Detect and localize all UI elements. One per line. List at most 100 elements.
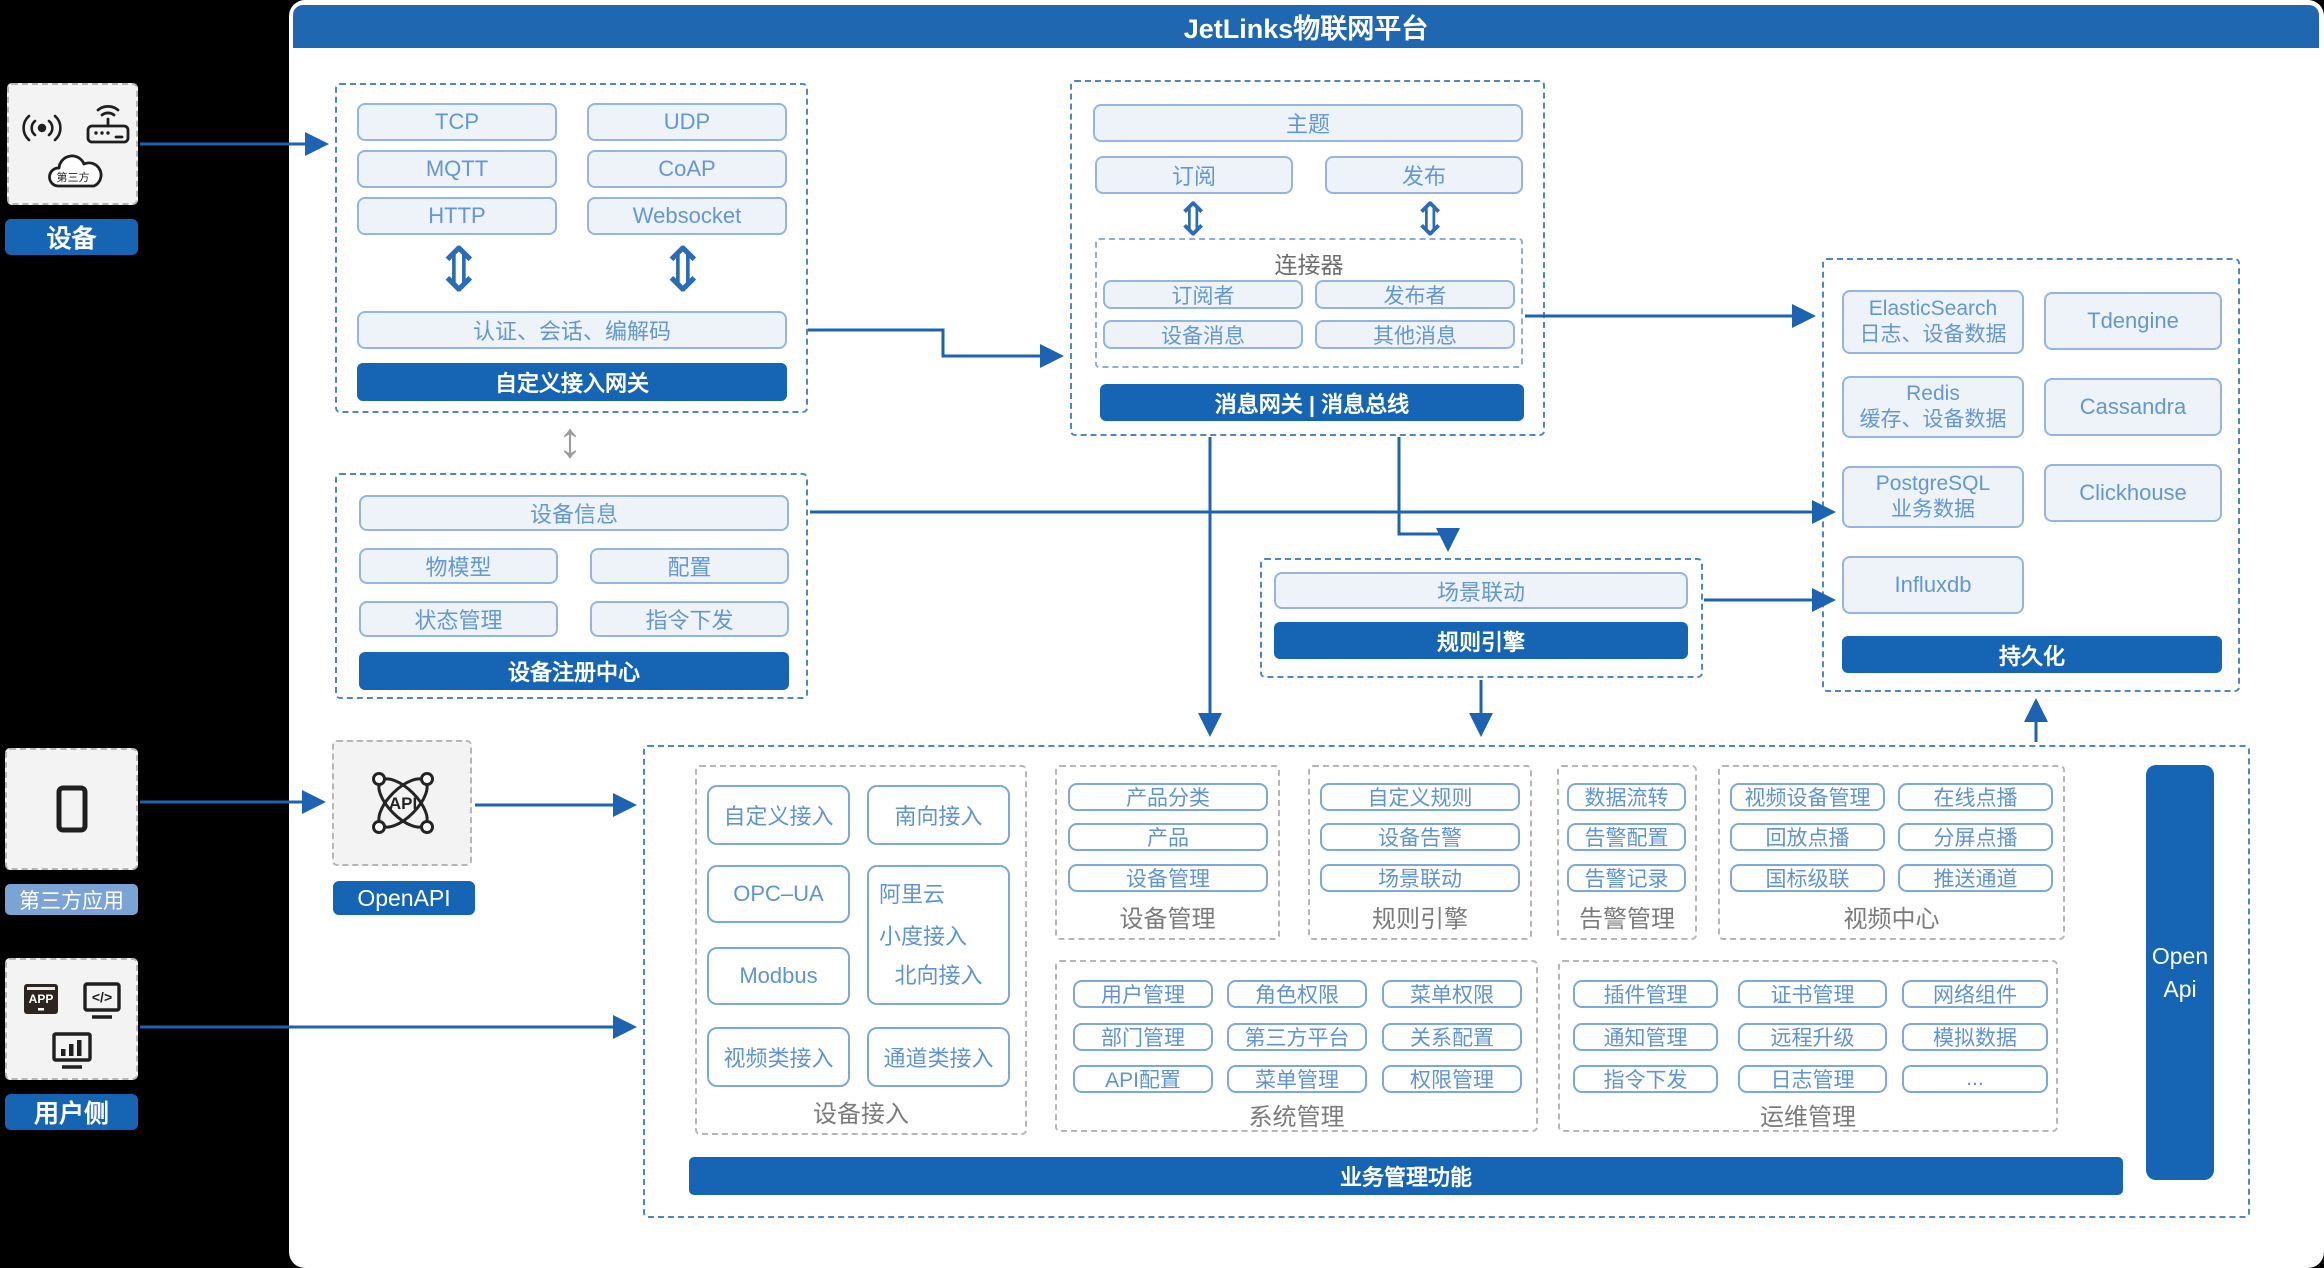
elasticsearch-line2: 日志、设备数据: [1859, 323, 2007, 346]
protocol-udp: UDP: [587, 103, 787, 141]
page-title: JetLinks物联网平台: [293, 5, 2319, 48]
business-functions-bar: 业务管理功能: [689, 1157, 2123, 1195]
updown-gray-arrow-icon: ↕: [557, 412, 583, 468]
svg-text:</>: </>: [92, 989, 112, 1005]
command-dispatch-item-box: 指令下发: [1573, 1065, 1718, 1093]
influxdb-box: Influxdb: [1842, 556, 2024, 614]
protocol-websocket: Websocket: [587, 197, 787, 235]
command-dispatch-box: 指令下发: [590, 601, 789, 637]
device-alarm-box: 设备告警: [1320, 823, 1520, 851]
relation-config-box: 关系配置: [1382, 1023, 1522, 1051]
northbound-label: 北向接入: [894, 963, 983, 988]
publisher-box: 发布者: [1315, 280, 1515, 309]
rule-engine-label: 规则引擎: [1372, 905, 1468, 933]
open-api-vertical-bar: Open Api: [2146, 765, 2214, 1180]
online-play-box: 在线点播: [1898, 783, 2053, 811]
clickhouse-box: Clickhouse: [2044, 464, 2222, 522]
data-flow-box: 数据流转: [1567, 783, 1686, 811]
business-container: [643, 745, 2250, 1218]
menu-mgmt-box: 菜单管理: [1227, 1065, 1367, 1093]
tdengine-box: Tdengine: [2044, 292, 2222, 350]
openapi-icon-box: [332, 740, 472, 866]
protocol-mqtt: MQTT: [357, 150, 557, 188]
message-gateway-bar: 消息网关 | 消息总线: [1100, 384, 1524, 421]
updown-arrow-icon: ⇕: [657, 236, 709, 305]
third-party-app-label: 第三方应用: [5, 884, 138, 915]
custom-rule-box: 自定义规则: [1320, 783, 1520, 811]
alarm-record-box: 告警记录: [1567, 864, 1686, 892]
publish-box: 发布: [1325, 156, 1523, 194]
openapi-label: OpenAPI: [333, 881, 475, 915]
redis-line2: 缓存、设备数据: [1859, 408, 2007, 431]
api-network-icon: API: [372, 772, 434, 834]
custom-access-box: 自定义接入: [707, 785, 850, 845]
open-api-line1: Open: [2151, 943, 2209, 970]
device-mgmt-box: 设备管理: [1068, 864, 1268, 892]
xiaodu-access-box: 小度接入: [879, 924, 968, 949]
dept-mgmt-box: 部门管理: [1073, 1023, 1213, 1051]
split-screen-box: 分屏点播: [1898, 823, 2053, 851]
device-message-box: 设备消息: [1103, 320, 1303, 349]
opc-ua-box: OPC–UA: [707, 865, 850, 923]
system-mgmt-column: [1055, 960, 1538, 1132]
third-party-app-box: [5, 748, 138, 870]
more-box: ...: [1902, 1065, 2048, 1093]
device-side-label: 设备: [5, 219, 138, 255]
rule-engine-column: [1308, 765, 1532, 940]
signal-icon: [22, 114, 62, 142]
updown-arrow-icon: ⇕: [433, 236, 485, 305]
third-party-cloud-icon: 第三方: [48, 154, 103, 188]
auth-session-codec-box: 认证、会话、编解码: [357, 311, 787, 349]
other-message-box: 其他消息: [1315, 320, 1515, 349]
thing-model-box: 物模型: [359, 548, 558, 584]
postgresql-box: PostgreSQL 业务数据: [1842, 466, 2024, 528]
connector-subcontainer: [1095, 238, 1523, 368]
permission-mgmt-box: 权限管理: [1382, 1065, 1522, 1093]
notify-mgmt-box: 通知管理: [1573, 1023, 1718, 1051]
southbound-access-box: 南向接入: [867, 785, 1010, 845]
elasticsearch-box: ElasticSearch 日志、设备数据: [1842, 290, 2024, 354]
svg-text:APP: APP: [29, 992, 54, 1006]
video-center-column: [1718, 765, 2065, 940]
broker-container: [1070, 80, 1545, 436]
third-party-platform-box: 第三方平台: [1227, 1023, 1367, 1051]
playback-box: 回放点播: [1730, 823, 1885, 851]
device-registry-bar: 设备注册中心: [359, 652, 789, 690]
product-box: 产品: [1068, 823, 1268, 851]
rule-engine-bar: 规则引擎: [1274, 622, 1688, 659]
aliyun-box: 阿里云: [879, 882, 946, 907]
topic-box: 主题: [1093, 104, 1523, 142]
protocol-http: HTTP: [357, 197, 557, 235]
user-side-label: 用户侧: [5, 1094, 138, 1130]
router-icon: [86, 105, 130, 144]
api-config-box: API配置: [1073, 1065, 1213, 1093]
plugin-mgmt-box: 插件管理: [1573, 980, 1718, 1008]
modbus-box: Modbus: [707, 947, 850, 1005]
menu-permission-box: 菜单权限: [1382, 980, 1522, 1008]
api-icon-label: API: [389, 794, 417, 813]
updown-arrow-icon: ⇕: [1173, 193, 1213, 245]
device-mgmt-label: 设备管理: [1119, 905, 1216, 933]
open-api-line2: Api: [2163, 975, 2197, 1002]
subscriber-box: 订阅者: [1103, 280, 1303, 309]
redis-line1: Redis: [1906, 381, 1960, 405]
postgresql-line1: PostgreSQL: [1875, 471, 1991, 495]
cloud-label: 第三方: [57, 170, 90, 184]
mock-data-box: 模拟数据: [1902, 1023, 2048, 1051]
video-access-box: 视频类接入: [707, 1027, 850, 1087]
push-channel-box: 推送通道: [1898, 864, 2053, 892]
elasticsearch-line1: ElasticSearch: [1868, 296, 1998, 320]
system-mgmt-label: 系统管理: [1248, 1103, 1345, 1131]
code-icon: </>: [83, 982, 121, 1019]
persistence-bar: 持久化: [1842, 636, 2222, 673]
ops-mgmt-column: [1558, 960, 2058, 1132]
phone-icon: [56, 785, 88, 833]
scene-linkage-box: 场景联动: [1274, 572, 1688, 609]
device-info-box: 设备信息: [359, 495, 789, 531]
device-mgmt-column: [1055, 765, 1280, 940]
custom-gateway-bar: 自定义接入网关: [357, 363, 787, 401]
log-mgmt-box: 日志管理: [1738, 1065, 1887, 1093]
app-icon: APP: [24, 984, 58, 1014]
cassandra-box: Cassandra: [2044, 378, 2222, 436]
registry-container: [335, 473, 808, 699]
